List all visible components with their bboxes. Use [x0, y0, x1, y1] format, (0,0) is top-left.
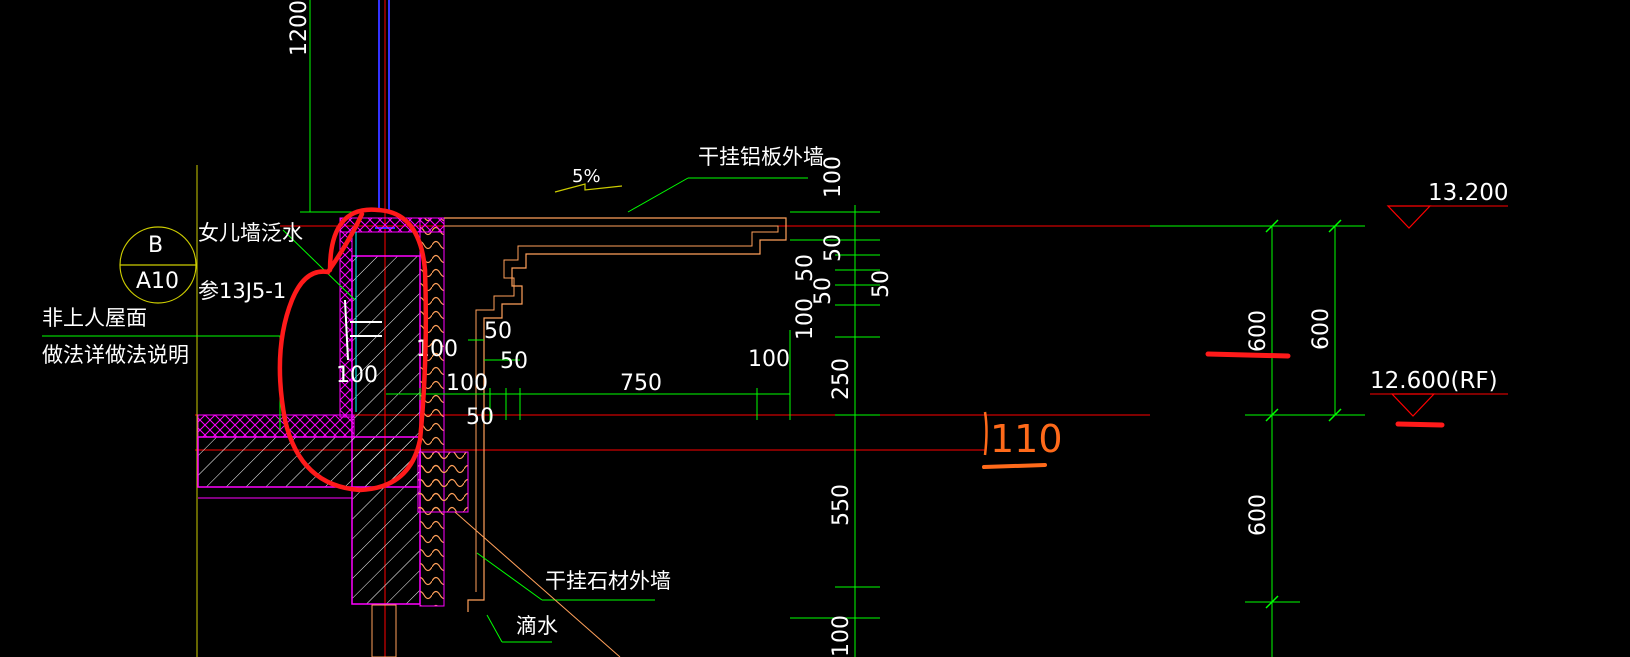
markup-highlight-loop — [277, 207, 429, 493]
dim-600-a: 600 — [1246, 310, 1271, 352]
slope-text: 5% — [572, 166, 601, 187]
label-roof-note-1: 非上人屋面 — [42, 306, 147, 330]
dim-h-50-upper: 50 — [484, 319, 512, 344]
dim-100-top: 100 — [821, 156, 846, 198]
label-stone-wall: 干挂石材外墙 — [545, 569, 671, 593]
dim-50-a: 50 — [793, 254, 818, 282]
label-roof-note-2: 做法详做法说明 — [42, 343, 189, 367]
dim-50-d: 50 — [869, 270, 894, 298]
detail-bubble: B A10 — [119, 226, 197, 304]
markup-110-text: 110 — [990, 417, 1063, 461]
dim-h-100-right: 100 — [748, 347, 790, 372]
dim-wall-100-left: 100 — [336, 363, 378, 388]
slope-arrow-icon: 5% — [554, 166, 623, 193]
label-aluminum-wall: 干挂铝板外墙 — [698, 145, 824, 169]
dim-wall-100-right: 100 — [416, 337, 458, 362]
dim-50-b: 50 — [821, 234, 846, 262]
elevation-top-text: 13.200 — [1428, 180, 1508, 206]
aluminum-cap-inner — [444, 225, 779, 592]
markup-annotation: 110 — [982, 351, 1445, 469]
elevation-marker-roof: 12.600(RF) — [1370, 368, 1508, 417]
label-parapet-flashing: 女儿墙泛水 — [198, 221, 303, 245]
dim-1200-text: 1200 — [287, 0, 312, 56]
right-dims — [1245, 219, 1362, 657]
dim-600-b: 600 — [1309, 308, 1334, 350]
vertical-dim-chain — [790, 205, 880, 657]
elevation-marker-top: 13.200 — [1386, 180, 1508, 229]
dim-h-100: 100 — [446, 371, 488, 396]
dim-250: 250 — [829, 358, 854, 400]
dim-600-c: 600 — [1246, 494, 1271, 536]
parapet-section — [197, 217, 469, 657]
elevation-roof-text: 12.600(RF) — [1370, 368, 1498, 394]
dim-100-right: 100 — [793, 298, 818, 340]
bubble-top-text: B — [148, 233, 163, 258]
dim-100-bottom: 100 — [829, 615, 854, 657]
dim-50-c: 50 — [811, 277, 836, 305]
dim-h-50-lower: 50 — [466, 405, 494, 430]
dim-h-750: 750 — [620, 371, 662, 396]
dim-550: 550 — [829, 484, 854, 526]
bubble-bottom-text: A10 — [136, 269, 179, 294]
label-drip: 滴水 — [516, 614, 558, 638]
label-ref-code: 参13J5-1 — [198, 279, 286, 303]
dim-1200: 1200 — [287, 0, 360, 213]
horizontal-dims — [386, 330, 791, 420]
aluminum-cap-profile — [444, 217, 787, 612]
dim-h-50-mid: 50 — [500, 349, 528, 374]
